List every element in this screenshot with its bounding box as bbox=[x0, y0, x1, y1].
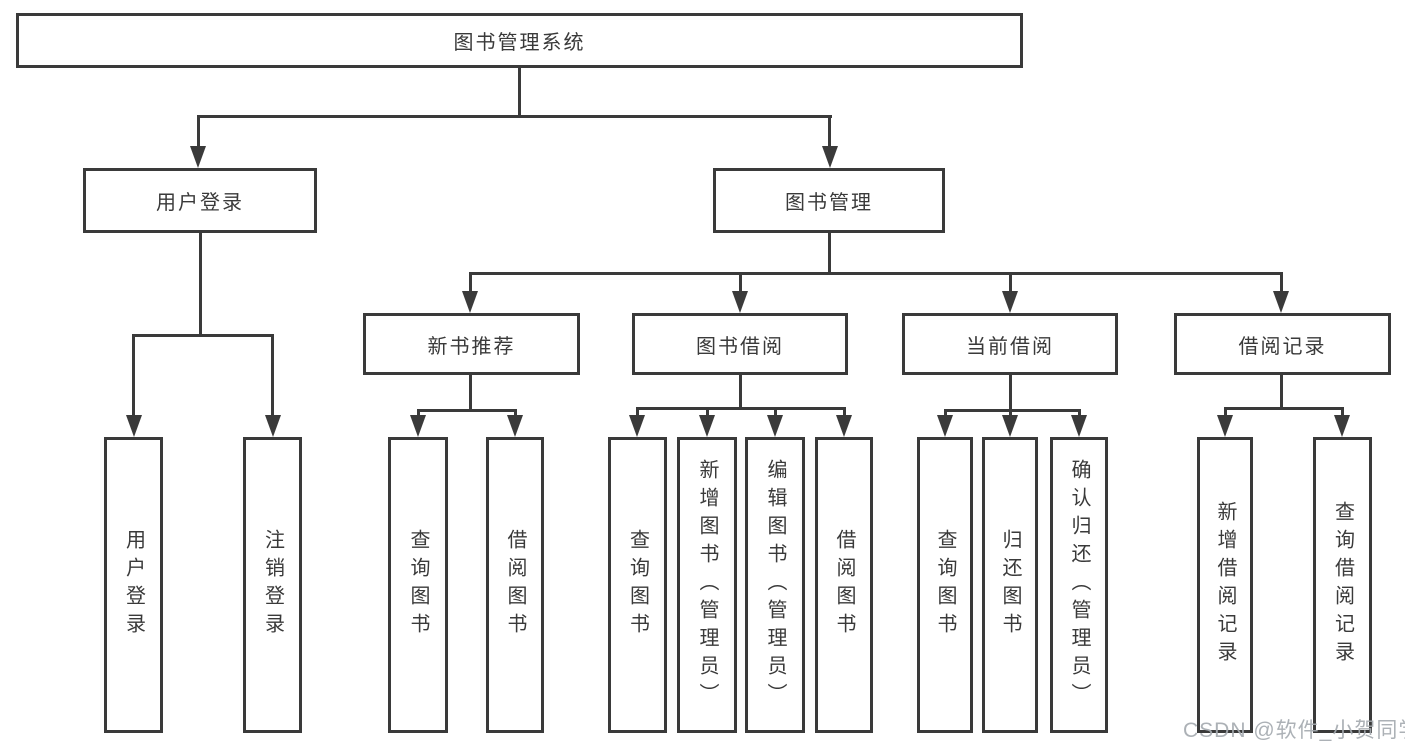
connector-line bbox=[197, 117, 200, 152]
connector-line bbox=[514, 409, 517, 417]
node-book-borrowing: 图书借阅 bbox=[632, 313, 848, 375]
connector-line bbox=[1341, 407, 1344, 417]
connector-line bbox=[739, 375, 742, 409]
node-label: 用户登录 bbox=[156, 192, 244, 214]
connector-line bbox=[197, 115, 832, 118]
node-borrowing-records: 借阅记录 bbox=[1174, 313, 1391, 375]
connector-line bbox=[1280, 272, 1283, 292]
leaf-confirm-return-admin: 确认归还（管理员） bbox=[1050, 437, 1108, 733]
connector-line bbox=[944, 409, 1081, 412]
arrowhead-down-icon bbox=[937, 415, 953, 437]
connector-line bbox=[774, 407, 777, 417]
arrowhead-down-icon bbox=[732, 291, 748, 313]
arrowhead-down-icon bbox=[1071, 415, 1087, 437]
node-label: 归还图书 bbox=[999, 529, 1021, 641]
leaf-query-books-borrowing: 查询图书 bbox=[608, 437, 667, 733]
connector-line bbox=[417, 409, 517, 412]
node-label: 查询图书 bbox=[407, 529, 429, 641]
connector-line bbox=[636, 407, 639, 417]
node-label: 查询借阅记录 bbox=[1331, 501, 1354, 669]
connector-line bbox=[271, 334, 274, 415]
arrowhead-down-icon bbox=[190, 146, 206, 168]
connector-line bbox=[828, 233, 831, 274]
arrowhead-down-icon bbox=[410, 415, 426, 437]
connector-line bbox=[132, 334, 274, 337]
connector-line bbox=[739, 272, 742, 292]
arrowhead-down-icon bbox=[767, 415, 783, 437]
leaf-return-books: 归还图书 bbox=[982, 437, 1038, 733]
node-book-management: 图书管理 bbox=[713, 168, 945, 233]
arrowhead-down-icon bbox=[126, 415, 142, 437]
connector-line bbox=[1078, 409, 1081, 417]
node-label: 编辑图书（管理员） bbox=[764, 459, 786, 711]
connector-line bbox=[199, 233, 202, 337]
node-label: 新书推荐 bbox=[427, 335, 516, 358]
connector-line bbox=[132, 334, 135, 415]
node-library-management-system: 图书管理系统 bbox=[16, 13, 1023, 68]
node-new-book-recommendation: 新书推荐 bbox=[363, 313, 580, 375]
connector-line bbox=[706, 407, 709, 417]
node-label: 注销登录 bbox=[261, 529, 284, 641]
watermark: CSDN @软件_小贺同学 bbox=[1183, 719, 1405, 742]
arrowhead-down-icon bbox=[1273, 291, 1289, 313]
leaf-edit-book-admin: 编辑图书（管理员） bbox=[745, 437, 805, 733]
leaf-query-borrow-record: 查询借阅记录 bbox=[1313, 437, 1372, 733]
leaf-add-book-admin: 新增图书（管理员） bbox=[677, 437, 737, 733]
connector-line bbox=[636, 407, 846, 410]
leaf-borrow-books-recommend: 借阅图书 bbox=[486, 437, 544, 733]
node-label: 查询图书 bbox=[934, 529, 956, 641]
arrowhead-down-icon bbox=[822, 146, 838, 168]
node-label: 图书管理系统 bbox=[453, 32, 586, 54]
arrowhead-down-icon bbox=[1217, 415, 1233, 437]
arrowhead-down-icon bbox=[629, 415, 645, 437]
node-current-borrowing: 当前借阅 bbox=[902, 313, 1118, 375]
arrowhead-down-icon bbox=[507, 415, 523, 437]
connector-line bbox=[469, 272, 472, 292]
node-label: 用户登录 bbox=[122, 529, 145, 641]
leaf-add-borrow-record: 新增借阅记录 bbox=[1197, 437, 1253, 733]
arrowhead-down-icon bbox=[836, 415, 852, 437]
node-label: 查询图书 bbox=[626, 529, 649, 641]
connector-line bbox=[1009, 375, 1012, 411]
arrowhead-down-icon bbox=[699, 415, 715, 437]
connector-line bbox=[1009, 409, 1012, 417]
node-label: 新增图书（管理员） bbox=[696, 459, 718, 711]
node-label: 借阅记录 bbox=[1238, 335, 1327, 358]
connector-line bbox=[1224, 407, 1227, 417]
connector-line bbox=[469, 272, 1283, 275]
leaf-query-books-recommend: 查询图书 bbox=[388, 437, 448, 733]
node-user-login: 用户登录 bbox=[83, 168, 317, 233]
leaf-logout: 注销登录 bbox=[243, 437, 302, 733]
connector-line bbox=[1280, 375, 1283, 409]
arrowhead-down-icon bbox=[1002, 415, 1018, 437]
connector-line bbox=[417, 409, 420, 417]
connector-line bbox=[843, 407, 846, 417]
arrowhead-down-icon bbox=[1002, 291, 1018, 313]
connector-line bbox=[1224, 407, 1344, 410]
node-label: 新增借阅记录 bbox=[1214, 501, 1236, 669]
node-label: 借阅图书 bbox=[504, 529, 526, 641]
leaf-query-books-current: 查询图书 bbox=[917, 437, 973, 733]
node-label: 图书借阅 bbox=[696, 335, 784, 358]
node-label: 当前借阅 bbox=[966, 335, 1054, 358]
leaf-borrow-books-borrowing: 借阅图书 bbox=[815, 437, 873, 733]
arrowhead-down-icon bbox=[265, 415, 281, 437]
node-label: 确认归还（管理员） bbox=[1068, 459, 1090, 711]
leaf-user-login: 用户登录 bbox=[104, 437, 163, 733]
arrowhead-down-icon bbox=[1334, 415, 1350, 437]
node-label: 借阅图书 bbox=[833, 529, 855, 641]
arrowhead-down-icon bbox=[462, 291, 478, 313]
node-label: 图书管理 bbox=[785, 192, 873, 214]
connector-line bbox=[1009, 272, 1012, 292]
connector-line bbox=[828, 117, 831, 152]
connector-line bbox=[944, 409, 947, 417]
connector-line bbox=[518, 68, 521, 117]
connector-line bbox=[469, 375, 472, 411]
